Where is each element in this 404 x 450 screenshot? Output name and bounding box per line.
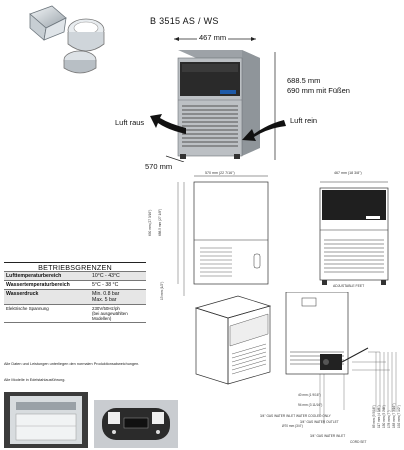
- air-in-arrow: [242, 120, 286, 141]
- vdim-85: 85 mm (3 5/16"): [372, 405, 376, 428]
- vdim-178: 178 mm (7"): [387, 410, 391, 428]
- control-panel-photo: [94, 400, 178, 448]
- footnote-tolerances: Alle Daten und Leistungen unterliegen de…: [4, 362, 140, 366]
- cord-set-label: CORD SET: [350, 440, 367, 444]
- feet-height-label: 13 mm (1/2"): [160, 281, 164, 300]
- spec-row: Elektrische Spannung 230V/50Hz/ph (bei a…: [4, 304, 146, 323]
- spec-table: Lufttemperaturbereich 10°C - 43°C Wasser…: [4, 271, 146, 323]
- vdim-150: 150 mm (5 7/8"): [382, 405, 386, 428]
- height-dimension: [274, 52, 276, 160]
- spec-row: Lufttemperaturbereich 10°C - 43°C: [4, 271, 146, 280]
- model-title: B 3515 AS / WS: [150, 16, 219, 26]
- ice-machine-photo: [165, 50, 260, 162]
- ice-cubes-photo: [29, 5, 105, 74]
- adjustable-feet-label: ADJUSTABLE FEET: [333, 284, 365, 288]
- front-width-label: 570 mm (22 7/16"): [205, 171, 235, 175]
- spec-row: Wasserdruck Min. 0.8 bar Max. 5 bar: [4, 289, 146, 304]
- bin-interior-photo: [4, 392, 88, 448]
- spec-row: Wassertemperaturbereich 5°C - 38 °C: [4, 280, 146, 289]
- depth-label: 570 mm: [145, 162, 173, 171]
- isometric-drawing: [194, 295, 272, 385]
- total-height-label: 690 mm (27 3/16"): [148, 209, 152, 236]
- rear-connections-drawing: [285, 292, 397, 424]
- spec-heading: BETRIEBSGRENZEN: [4, 262, 146, 272]
- width-label: 467 mm: [197, 33, 229, 42]
- vdim-192: 192 mm (7 1/2"): [397, 405, 401, 428]
- dim-94-label: 94 mm (3 11/16"): [298, 403, 323, 407]
- dim-70-label: Ø70 mm (3/4"): [282, 424, 303, 428]
- water-inlet-label: 3/4" GAS WATER INLET: [310, 434, 346, 438]
- vdim-117: 117 mm (4 5/8"): [377, 405, 381, 428]
- air-out-arrow: [150, 114, 186, 134]
- air-out-label: Luft raus: [115, 118, 145, 127]
- water-outlet-label: 3/4" GAS WATER OUTLET: [300, 420, 339, 424]
- air-in-label: Luft rein: [290, 116, 318, 125]
- inlet-cooled-label: 3/4" GAS WATER INLET WATER COOLED ONLY: [260, 414, 331, 418]
- footnote-stainless: Alle Modelle in Edelstahlausführung.: [4, 378, 66, 382]
- vdim-183: 183 mm (7 3/16"): [392, 403, 396, 428]
- side-width-label: 467 mm (18 3/8"): [334, 171, 362, 175]
- side-drawing: [319, 181, 389, 285]
- front-drawing: [177, 175, 269, 296]
- height-label: 688.5 mm 690 mm mit Füßen: [287, 76, 350, 95]
- dim-40-label: 40 mm (1 9/16"): [298, 393, 321, 397]
- cabinet-height-label: 688.5 mm (27 1/8"): [158, 208, 162, 236]
